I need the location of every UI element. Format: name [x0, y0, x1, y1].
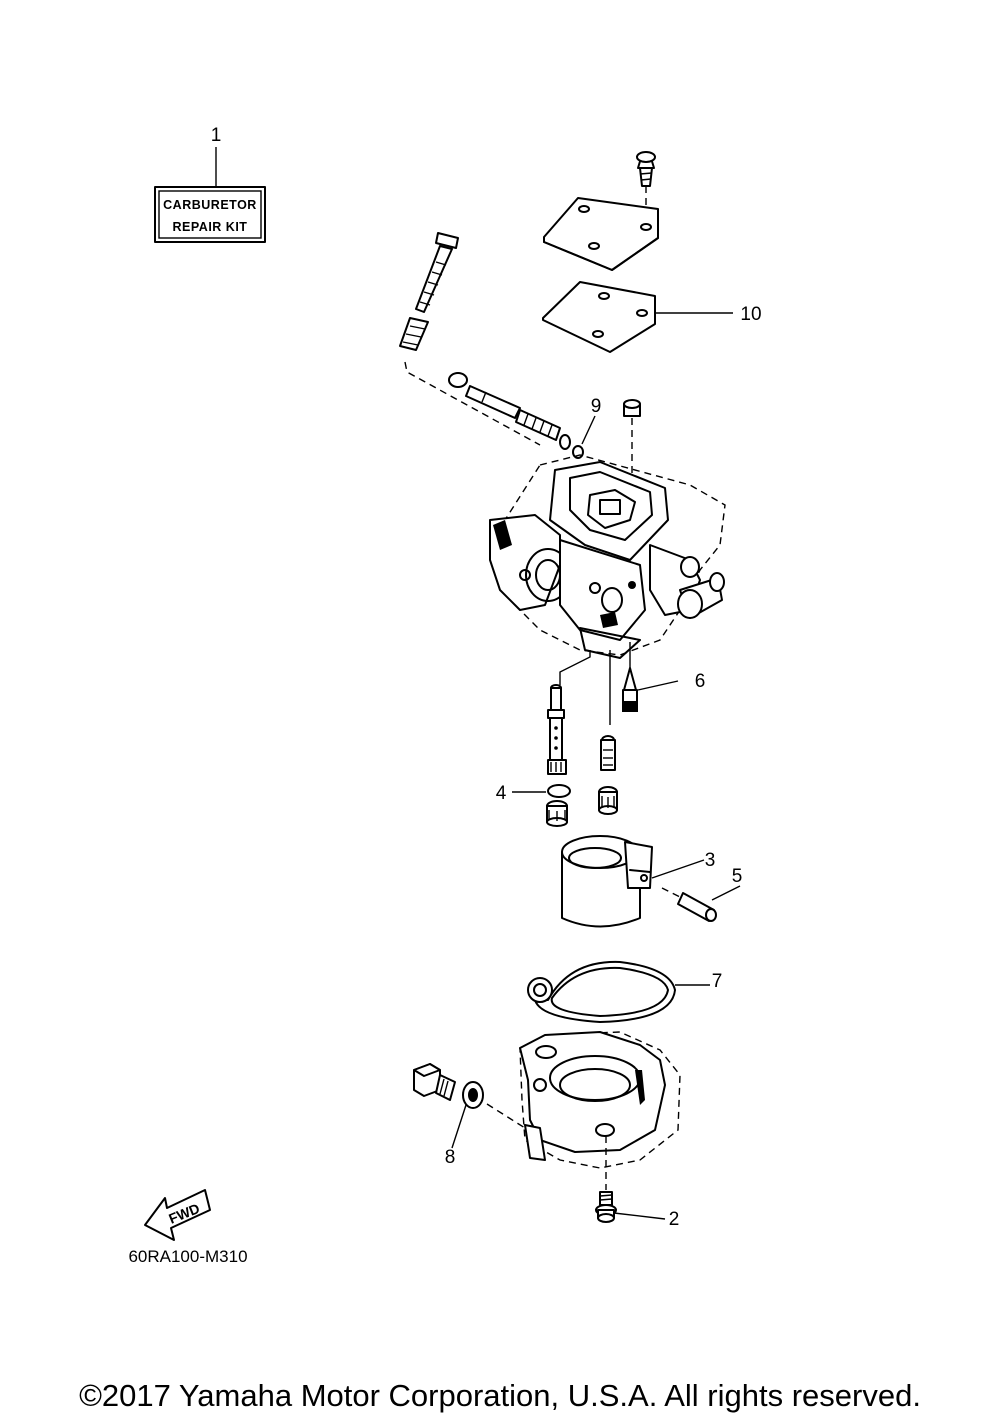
callout-3: 3	[705, 850, 716, 871]
callout-10: 10	[740, 304, 761, 325]
float-chamber-gasket	[527, 960, 710, 1023]
callout-9: 9	[591, 396, 602, 417]
o-ring-jet	[512, 784, 571, 798]
callout-8: 8	[445, 1147, 456, 1168]
drain-screw	[413, 1063, 526, 1149]
callout-2: 2	[669, 1209, 680, 1230]
float-chamber	[519, 1031, 681, 1190]
float-pin	[661, 885, 741, 922]
needle-valve	[622, 667, 679, 712]
idle-shaft-assembly	[448, 372, 571, 450]
chamber-screw	[595, 1191, 666, 1223]
repair-kit-label: CARBURETOR REPAIR KIT	[154, 147, 266, 243]
callout-1: 1	[211, 125, 222, 146]
callout-4: 4	[496, 783, 507, 804]
pilot-screw-assembly	[399, 232, 541, 446]
copyright-notice: ©2017 Yamaha Motor Corporation, U.S.A. A…	[79, 1378, 921, 1413]
jet-plug-left	[546, 800, 568, 827]
diagram-code: 60RA100-M310	[128, 1247, 247, 1266]
callout-5: 5	[732, 866, 743, 887]
float	[561, 835, 705, 928]
pilot-jet	[598, 735, 618, 815]
callout-7: 7	[712, 971, 723, 992]
drain-plug	[623, 399, 641, 480]
callout-6: 6	[695, 671, 706, 692]
float-chamber-cover	[543, 151, 659, 271]
carburetor-body	[489, 454, 726, 659]
o-ring-small	[572, 415, 596, 459]
main-nozzle	[547, 684, 567, 775]
fwd-arrow-icon: FWD	[144, 1189, 211, 1241]
kit-label-line2: REPAIR KIT	[173, 220, 248, 234]
cover-gasket	[542, 281, 733, 353]
kit-label-line1: CARBURETOR	[163, 198, 257, 212]
jet-leader-lines	[559, 642, 631, 725]
